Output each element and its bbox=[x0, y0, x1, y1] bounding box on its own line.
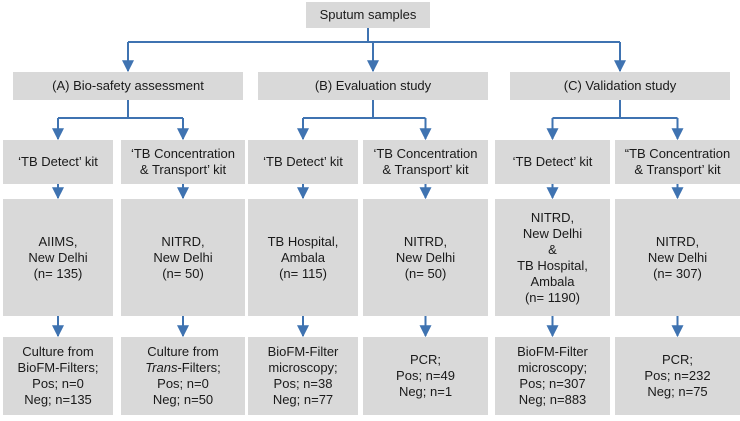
kit-box: ‘TB Detect’ kit bbox=[248, 140, 358, 184]
result-box-line: Neg; n=75 bbox=[647, 384, 708, 399]
site-box-line: New Delhi bbox=[647, 249, 708, 265]
section-title-box-line: (C) Validation study bbox=[563, 78, 677, 93]
kit-box-line: & Transport’ kit bbox=[139, 162, 227, 177]
site-box-line: (n= 307) bbox=[653, 265, 702, 281]
site-box-line: New Delhi bbox=[28, 249, 88, 265]
section-title-box-line: (A) Bio-safety assessment bbox=[52, 78, 204, 93]
result-box-line: PCR; bbox=[661, 352, 694, 367]
site-box-line: NITRD, bbox=[403, 233, 448, 249]
result-box-line: Pos; n=0 bbox=[32, 376, 84, 391]
result-box-line: BioFM-Filters; bbox=[17, 360, 99, 375]
site-box-line: NITRD, bbox=[161, 233, 205, 249]
kit-box-line: ‘TB Detect’ kit bbox=[263, 154, 343, 169]
section-title-box: (C) Validation study bbox=[510, 72, 730, 100]
site-box-line: TB Hospital, bbox=[267, 233, 339, 249]
result-box-line: BioFM-Filter bbox=[267, 344, 339, 359]
result-box-line: Pos; n=307 bbox=[519, 376, 586, 391]
site-box: NITRD,New Delhi(n= 50) bbox=[363, 199, 488, 316]
result-box-line: Neg; n=1 bbox=[398, 384, 453, 399]
site-box-line: TB Hospital, bbox=[517, 257, 588, 273]
result-box-line: microscopy; bbox=[268, 360, 338, 375]
site-box-line: (n= 135) bbox=[33, 265, 83, 281]
kit-box-line: ‘TB Concentration bbox=[373, 146, 478, 161]
site-box-line: New Delhi bbox=[522, 225, 583, 241]
kit-box: ‘TB Concentration& Transport’ kit bbox=[121, 140, 245, 184]
site-box-line: & bbox=[548, 241, 557, 257]
result-box-line: PCR; bbox=[409, 352, 442, 367]
result-box-line: Culture from bbox=[147, 344, 219, 359]
kit-box-line: ‘TB Detect’ kit bbox=[18, 154, 98, 169]
site-box-line: NITRD, bbox=[530, 209, 575, 225]
kit-box-line: ‘TB Concentration bbox=[130, 146, 236, 161]
site-box-line: New Delhi bbox=[153, 249, 213, 265]
section-title-box-line: (B) Evaluation study bbox=[314, 78, 432, 93]
kit-box-line: & Transport’ kit bbox=[382, 162, 469, 177]
kit-box-line: ‘TB Detect’ kit bbox=[512, 154, 593, 169]
kit-box: ‘TB Concentration& Transport’ kit bbox=[363, 140, 488, 184]
site-box: TB Hospital,Ambala(n= 115) bbox=[248, 199, 358, 316]
site-box: NITRD,New Delhi(n= 50) bbox=[121, 199, 245, 316]
result-box-line: Pos; n=38 bbox=[273, 376, 333, 391]
result-box-line: Neg; n=50 bbox=[152, 392, 214, 407]
site-box-line: (n= 115) bbox=[279, 265, 327, 281]
site-box-line: New Delhi bbox=[395, 249, 456, 265]
result-box-line: Neg; n=135 bbox=[24, 392, 92, 407]
site-box-line: Ambala bbox=[280, 249, 326, 265]
result-box-line: Neg; n=883 bbox=[518, 392, 587, 407]
result-box-line: Trans-Filters; bbox=[145, 360, 221, 375]
site-box: NITRD,New Delhi(n= 307) bbox=[615, 199, 740, 316]
site-box-line: Ambala bbox=[530, 273, 575, 289]
site-box: AIIMS,New Delhi(n= 135) bbox=[3, 199, 113, 316]
result-box-line: Pos; n=49 bbox=[396, 368, 455, 383]
kit-box-line: & Transport’ kit bbox=[634, 162, 721, 177]
result-box-line: Culture from bbox=[22, 344, 94, 359]
result-box-line: Pos; n=0 bbox=[157, 376, 209, 391]
result-box-line: microscopy; bbox=[517, 360, 588, 375]
kit-box: ‘TB Detect’ kit bbox=[495, 140, 610, 184]
root-box: Sputum samples bbox=[306, 2, 430, 28]
section-title-box: (A) Bio-safety assessment bbox=[13, 72, 243, 100]
site-box-line: (n= 50) bbox=[404, 265, 447, 281]
site-box-line: AIIMS, bbox=[38, 233, 78, 249]
kit-box: “TB Concentration& Transport’ kit bbox=[615, 140, 740, 184]
section-title-box: (B) Evaluation study bbox=[258, 72, 488, 100]
root-label: Sputum samples bbox=[319, 7, 417, 22]
result-box-line: Neg; n=77 bbox=[272, 392, 334, 407]
site-box-line: (n= 1190) bbox=[524, 289, 581, 305]
site-box-line: (n= 50) bbox=[162, 265, 204, 281]
site-box: NITRD,New Delhi&TB Hospital,Ambala(n= 11… bbox=[495, 199, 610, 316]
site-box-line: NITRD, bbox=[655, 233, 700, 249]
kit-box-line: “TB Concentration bbox=[624, 146, 731, 161]
result-box-line: Pos; n=232 bbox=[644, 368, 711, 383]
kit-box: ‘TB Detect’ kit bbox=[3, 140, 113, 184]
result-box-line: BioFM-Filter bbox=[517, 344, 588, 359]
